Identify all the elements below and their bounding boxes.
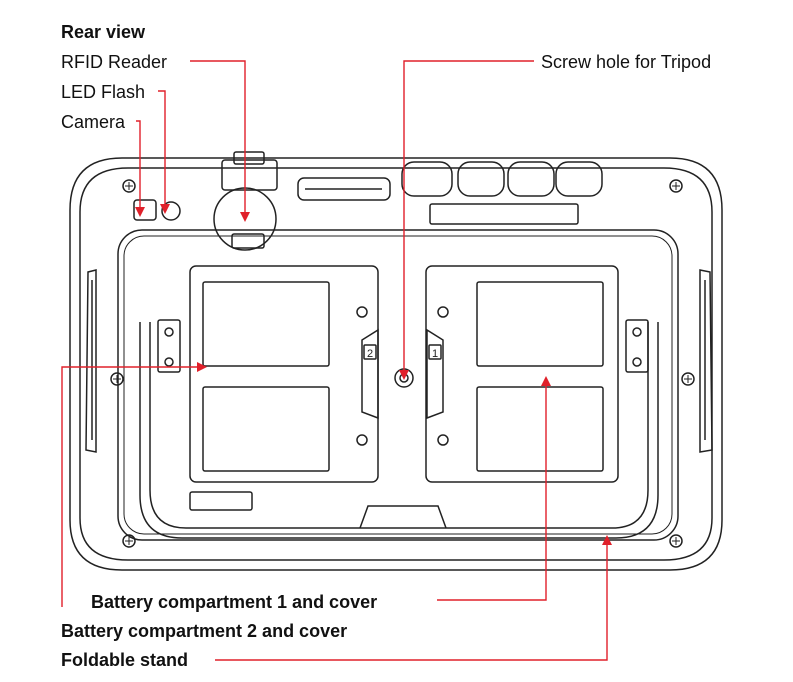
corner-screws: [110, 179, 695, 548]
page-title: Rear view: [61, 22, 146, 42]
callout-camera: [136, 120, 141, 210]
label-foldable-stand: Foldable stand: [61, 650, 189, 670]
top-connector-block: [221, 159, 278, 191]
hinge-left: [157, 319, 181, 373]
callout-rfid: [190, 60, 246, 215]
label-led-flash: LED Flash: [61, 82, 146, 102]
left-grip: [85, 269, 97, 453]
label-screw-hole: Screw hole for Tripod: [541, 52, 712, 72]
callout-arrowheads: [135, 204, 612, 545]
io-port-covers: [401, 161, 603, 197]
led-flash: [161, 201, 181, 221]
battery-compartment-2: [189, 265, 379, 483]
camera-lens: [133, 199, 157, 221]
callout-battery-2: [61, 366, 198, 607]
device-outer-frame: [69, 157, 723, 571]
latch-2: [361, 328, 379, 420]
stand-label-plate: [189, 491, 253, 511]
label-plate: [429, 203, 579, 225]
callout-lines: [61, 60, 608, 661]
pogo-connector: [297, 177, 391, 201]
foldable-stand: [149, 322, 649, 529]
battery-mark-1: 1: [432, 348, 438, 360]
label-battery-2: Battery compartment 2 and cover: [61, 621, 348, 641]
label-rfid-reader: RFID Reader: [61, 52, 168, 72]
label-battery-1: Battery compartment 1 and cover: [91, 592, 378, 612]
callout-screw: [403, 60, 534, 372]
latch-1: [426, 328, 444, 420]
battery-compartment-1: [425, 265, 619, 483]
hinge-right: [625, 319, 649, 373]
right-grip: [699, 269, 713, 453]
callout-battery-1: [437, 384, 547, 601]
callout-stand: [215, 541, 608, 661]
device-inner-frame: [79, 167, 713, 561]
callout-led: [158, 90, 166, 206]
stand-notch: [359, 505, 447, 529]
battery-mark-2: 2: [367, 348, 373, 360]
label-camera: Camera: [61, 112, 126, 132]
